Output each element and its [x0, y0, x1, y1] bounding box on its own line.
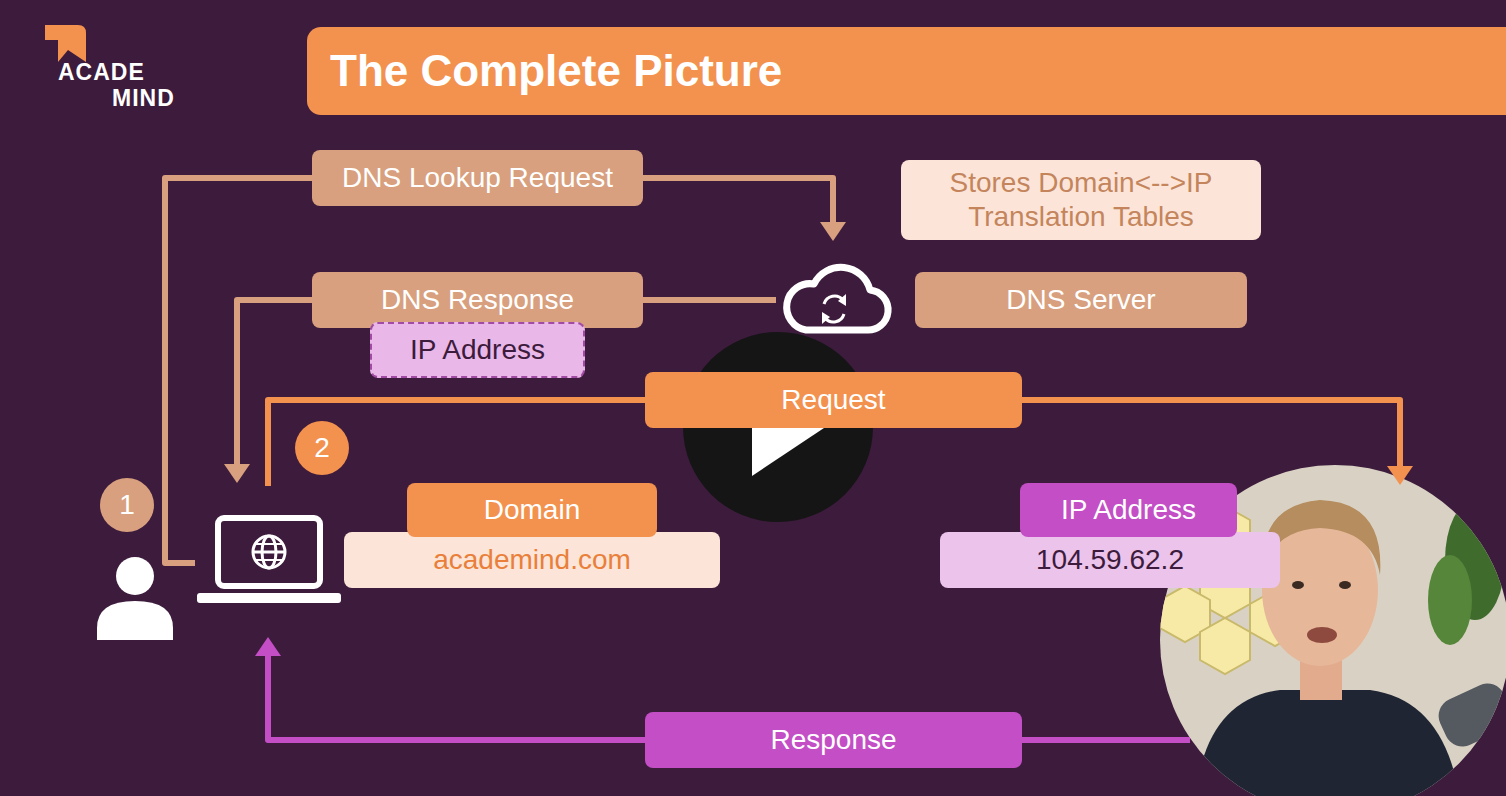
arrow-head: [255, 637, 281, 656]
node-text: Request: [781, 384, 885, 416]
note-box: Stores Domain<-->IP Translation Tables: [901, 160, 1261, 240]
logo-mark: [45, 25, 86, 62]
label-box: Response: [645, 712, 1022, 768]
heading-box: IP Address: [1020, 483, 1237, 537]
logo-text: MIND: [112, 87, 175, 110]
node-text: IP Address: [1061, 494, 1196, 526]
payload-box: IP Address: [370, 322, 585, 378]
node-text: 1: [119, 489, 135, 521]
arrow-head: [224, 464, 250, 483]
node-text: 2: [314, 432, 330, 464]
node-text: DNS Response: [381, 284, 574, 316]
server-box: DNS Server: [915, 272, 1247, 328]
label-box: DNS Lookup Request: [312, 150, 643, 206]
logo-text: ACADE: [58, 61, 145, 84]
user-icon: [97, 557, 173, 640]
node-text: DNS Lookup Request: [342, 162, 613, 194]
cloud-icon: [787, 267, 888, 330]
value-box: academind.com: [344, 532, 720, 588]
presenter-shirt: [1195, 690, 1460, 796]
node-text: IP Address: [410, 334, 545, 366]
label-box: Request: [645, 372, 1022, 428]
label-box: DNS Response: [312, 272, 643, 328]
presenter-mouth: [1307, 627, 1337, 643]
microphone: [1433, 678, 1506, 753]
node-text: Domain: [484, 494, 580, 526]
title-band: The Complete Picture: [307, 27, 1506, 115]
value-box: 104.59.62.2: [940, 532, 1280, 588]
node-text: DNS Server: [1006, 284, 1155, 316]
node-text: 104.59.62.2: [1036, 544, 1184, 576]
heading-box: Domain: [407, 483, 657, 537]
diagram-title: The Complete Picture: [330, 46, 782, 96]
callout-number: 1: [100, 478, 154, 532]
node-text: academind.com: [433, 544, 631, 576]
callout-number: 2: [295, 421, 349, 475]
arrow-head: [1387, 466, 1413, 485]
dns-lookup-line: [165, 178, 833, 563]
arrow-head: [820, 222, 846, 241]
node-text: Response: [770, 724, 896, 756]
node-text: Stores Domain<-->IP Translation Tables: [901, 166, 1261, 234]
plant: [1428, 500, 1505, 645]
laptop-icon: [197, 518, 341, 603]
